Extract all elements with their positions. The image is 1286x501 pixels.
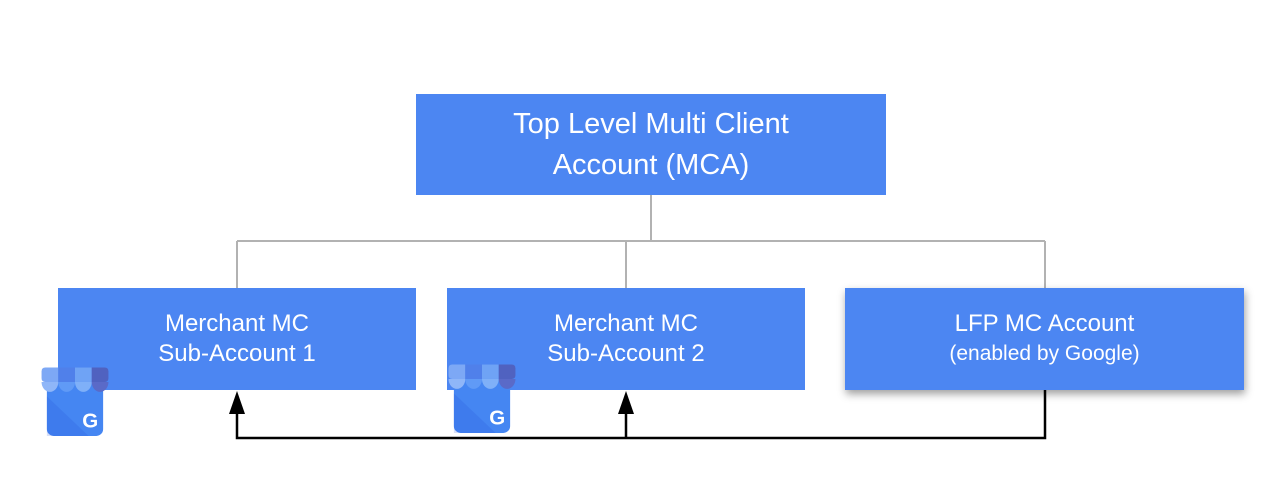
node-top-level-mca: Top Level Multi Client Account (MCA) (416, 94, 886, 195)
google-g-letter: G (489, 407, 505, 430)
node-label-line1: Merchant MC (164, 310, 310, 337)
node-label-line2: Account (MCA) (552, 148, 750, 181)
arrowhead-to-sub-account-1 (229, 391, 245, 414)
node-lfp-mc-account: LFP MC Account (enabled by Google) (845, 288, 1244, 390)
google-my-business-icon: G (41, 367, 109, 436)
node-label-line1: Top Level Multi Client (513, 107, 789, 140)
node-label-line2: Sub-Account 1 (158, 340, 316, 367)
google-g-letter: G (82, 410, 98, 433)
node-label-line2: Sub-Account 2 (547, 340, 705, 367)
node-label-line2: (enabled by Google) (949, 342, 1140, 365)
node-merchant-sub-account-1: Merchant MC Sub-Account 1 (58, 288, 416, 390)
flow-arrow-lines (235, 390, 1047, 440)
node-label-line1: LFP MC Account (954, 310, 1135, 337)
node-label-line1: Merchant MC (553, 310, 699, 337)
hierarchy-connector-lines (236, 195, 1046, 288)
google-my-business-icon: G (448, 364, 516, 433)
arrowhead-to-sub-account-2 (618, 391, 634, 414)
